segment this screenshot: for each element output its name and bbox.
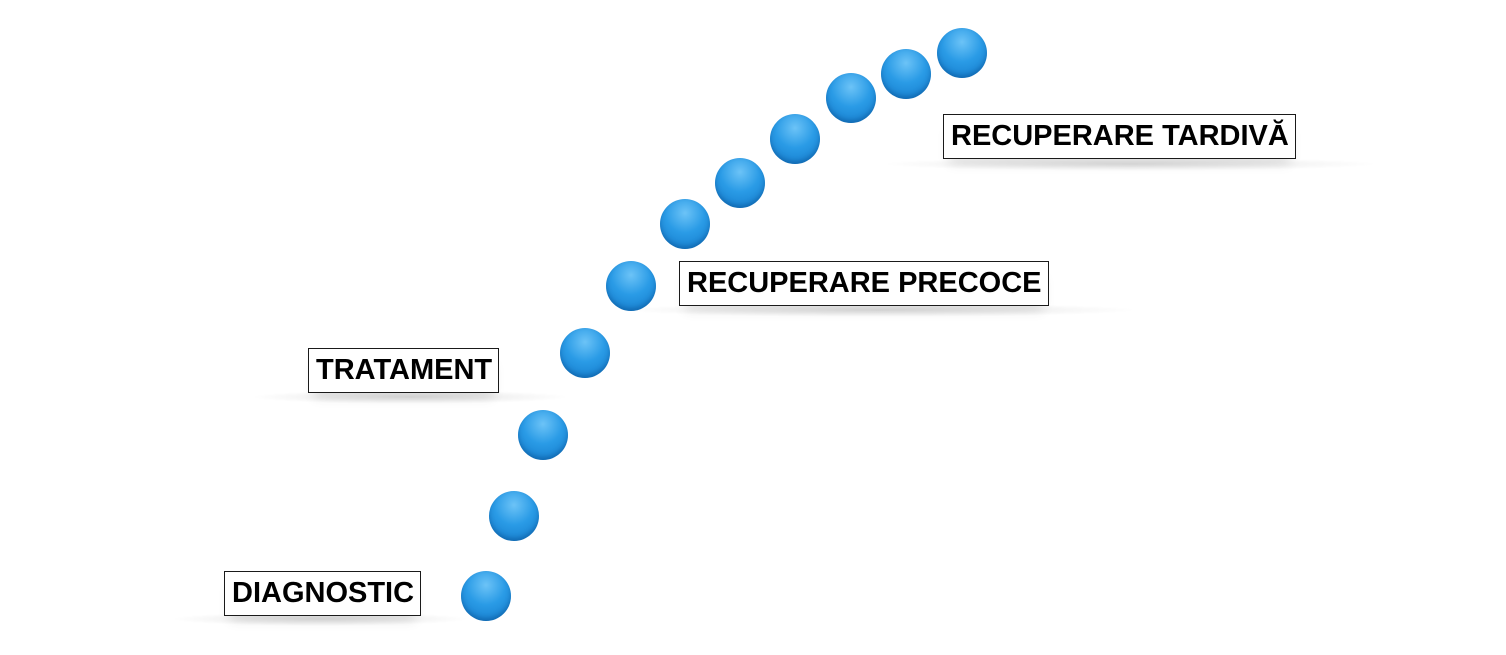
path-dot — [937, 28, 987, 78]
path-dot — [489, 491, 539, 541]
path-dot — [461, 571, 511, 621]
path-dot — [826, 73, 876, 123]
path-dot — [660, 199, 710, 249]
label-shadow — [250, 390, 570, 404]
path-dot — [715, 158, 765, 208]
label-shadow — [620, 303, 1140, 317]
label-shadow — [880, 157, 1380, 171]
stage-label-treatment: TRATAMENT — [308, 348, 500, 393]
stage-label-early-recovery: RECUPERARE PRECOCE — [679, 261, 1049, 306]
path-dot — [518, 410, 568, 460]
path-dot — [881, 49, 931, 99]
path-dot — [560, 328, 610, 378]
stage-label-late-recovery: RECUPERARE TARDIVĂ — [943, 114, 1296, 159]
path-dot — [770, 114, 820, 164]
path-dot — [606, 261, 656, 311]
stage-label-diagnostic: DIAGNOSTIC — [224, 571, 422, 616]
